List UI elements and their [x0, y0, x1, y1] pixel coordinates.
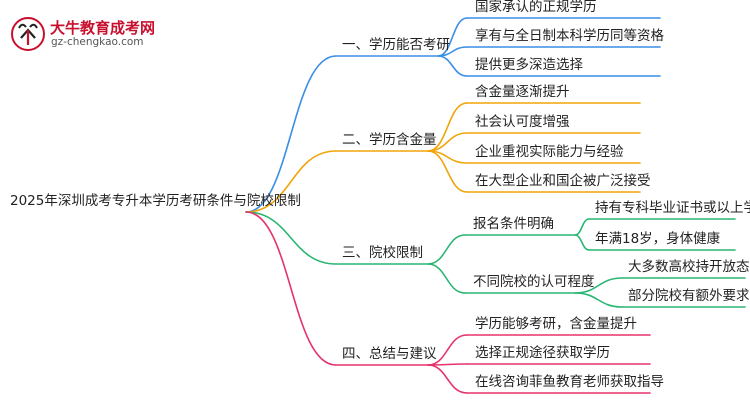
subtopic[interactable]: 报名条件明确 — [473, 216, 554, 232]
subtopic[interactable]: 不同院校的认可程度 — [473, 274, 595, 290]
branch-connector — [245, 150, 337, 213]
site-logo[interactable]: 大牛教育成考网 gz-chengkao.com — [10, 16, 160, 51]
branch-connector — [245, 55, 337, 213]
leaf-connector — [574, 234, 590, 251]
branch-topic[interactable]: 三、院校限制 — [342, 245, 423, 261]
leaf-connector — [427, 102, 468, 152]
branch-topic[interactable]: 一、学历能否考研 — [342, 37, 450, 53]
subtopic[interactable]: 学历能够考研，含金量提升 — [475, 316, 637, 332]
leaf-connector — [427, 234, 466, 265]
logo-url: gz-chengkao.com — [51, 36, 144, 48]
branch-topic[interactable]: 四、总结与建议 — [342, 346, 437, 362]
leaf-topic[interactable]: 持有专科毕业证书或以上学历 — [595, 200, 750, 216]
leaf-connector — [437, 55, 468, 77]
subtopic[interactable]: 在大型企业和国企被广泛接受 — [475, 173, 651, 189]
leaf-connector — [427, 150, 468, 193]
subtopic[interactable]: 含金量逐渐提升 — [475, 84, 570, 100]
subtopic[interactable]: 国家承认的正规学历 — [475, 0, 597, 15]
leaf-connector — [574, 292, 623, 308]
leaf-connector — [574, 218, 590, 236]
subtopic[interactable]: 选择正规途径获取学历 — [475, 345, 610, 361]
leaf-topic[interactable]: 大多数高校持开放态度 — [628, 259, 750, 275]
subtopic[interactable]: 企业重视实际能力与经验 — [475, 144, 624, 160]
branch-connector — [245, 211, 337, 265]
subtopic[interactable]: 提供更多深造选择 — [475, 57, 583, 73]
logo-title: 大牛教育成考网 — [50, 19, 156, 37]
leaf-connector — [427, 334, 468, 366]
subtopic[interactable]: 社会认可度增强 — [475, 114, 570, 130]
leaf-topic[interactable]: 部分院校有额外要求 — [628, 288, 750, 304]
subtopic[interactable]: 享有与全日制本科学历同等资格 — [475, 28, 664, 44]
leaf-topic[interactable]: 年满18岁，身体健康 — [595, 231, 721, 247]
leaf-connector — [427, 364, 468, 394]
leaf-connector — [427, 263, 466, 294]
subtopic[interactable]: 在线咨询菲鱼教育老师获取指导 — [475, 374, 664, 390]
branch-topic[interactable]: 二、学历含金量 — [342, 132, 437, 148]
root-topic[interactable]: 2025年深圳成考专升本学历考研条件与院校限制 — [10, 193, 301, 209]
bull-logo-icon — [11, 17, 45, 51]
branch-connector — [245, 211, 337, 366]
